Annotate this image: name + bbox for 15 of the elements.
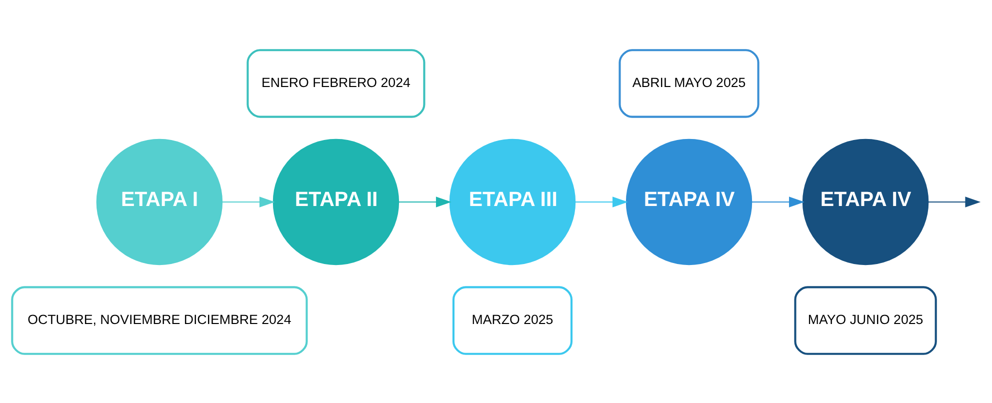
- arrow: [222, 196, 275, 207]
- node-box: MARZO 2025: [452, 286, 573, 354]
- node-circle: ETAPA IV: [626, 138, 752, 265]
- node-circle: ETAPA II: [272, 138, 400, 265]
- node-circle: ETAPA I: [96, 138, 223, 265]
- arrow: [752, 196, 804, 207]
- node-circle: ETAPA IV: [802, 138, 929, 265]
- arrow: [928, 196, 981, 207]
- arrow: [575, 196, 628, 207]
- node-circle: ETAPA III: [449, 138, 576, 265]
- node-box: OCTUBRE, NOVIEMBRE DICIEMBRE 2024: [11, 286, 308, 354]
- node-box: ABRIL MAYO 2025: [618, 48, 760, 118]
- node-box: MAYO JUNIO 2025: [794, 286, 937, 354]
- node-box: ENERO FEBRERO 2024: [246, 48, 426, 118]
- arrow: [398, 196, 452, 207]
